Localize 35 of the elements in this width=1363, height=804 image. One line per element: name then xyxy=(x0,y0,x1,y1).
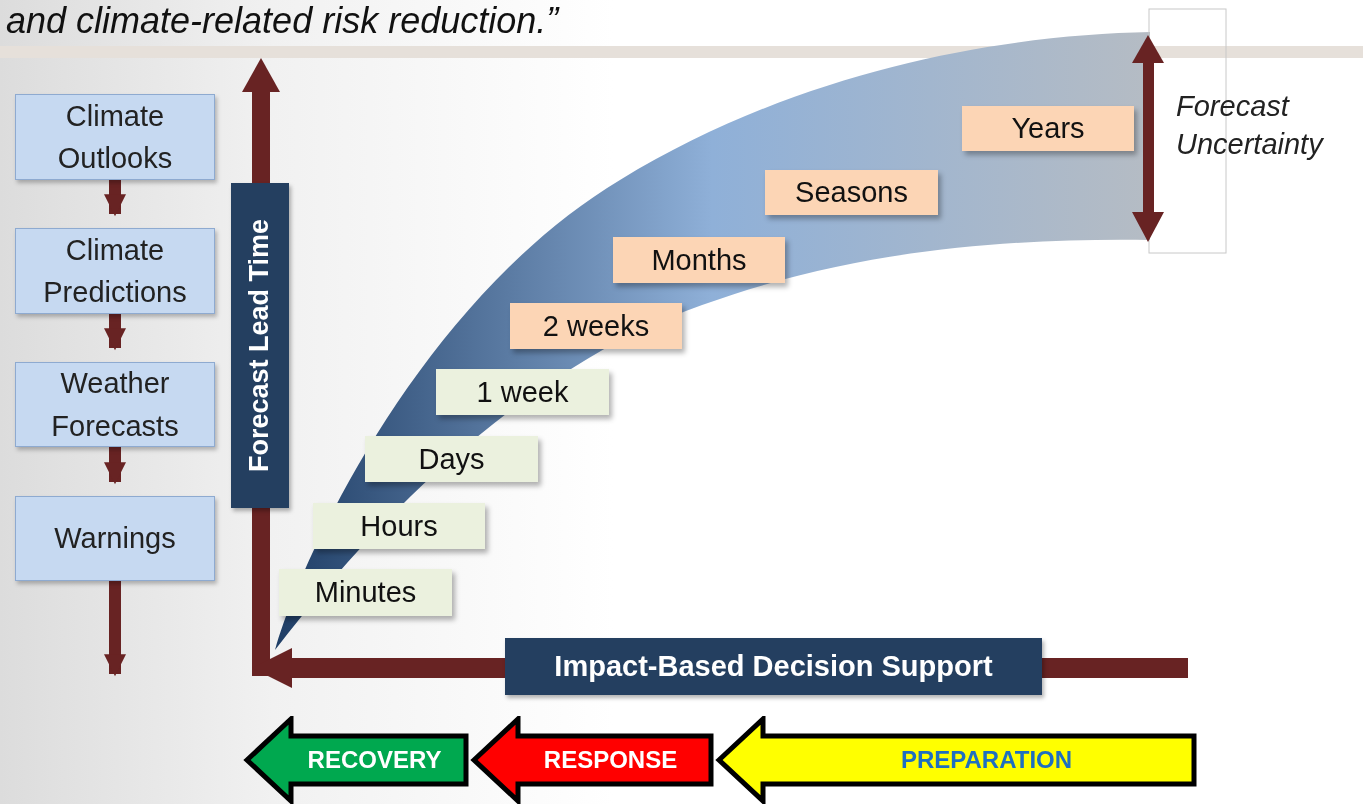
time-box xyxy=(962,106,1134,151)
node-label: Climate Outlooks xyxy=(56,98,174,176)
time-box xyxy=(436,369,609,415)
node-label: Minutes xyxy=(314,575,417,611)
node-label: Months xyxy=(651,242,747,278)
arrow xyxy=(104,581,126,677)
process-box xyxy=(15,496,215,581)
time-box xyxy=(765,170,938,215)
node-label: Hours xyxy=(360,508,438,544)
node-label: Climate Predictions xyxy=(42,232,188,310)
node-label: Seasons xyxy=(795,175,908,211)
arrow xyxy=(104,180,126,217)
phase-label: PREPARATION xyxy=(900,744,1073,775)
node-label: Days xyxy=(418,441,485,477)
axis-title: Impact-Based Decision Support xyxy=(554,650,993,683)
quote-text: and climate-related risk reduction.” xyxy=(6,0,559,43)
node-label: Weather Forecasts xyxy=(50,366,180,444)
phase-label: RESPONSE xyxy=(543,744,678,775)
phase-label: RECOVERY xyxy=(307,744,442,775)
time-box xyxy=(313,503,485,549)
time-box xyxy=(279,569,452,616)
process-box xyxy=(15,94,215,180)
axis-title: Forecast Uncertainty xyxy=(1176,89,1325,162)
arrow xyxy=(104,447,126,485)
arrow xyxy=(104,314,126,351)
time-box xyxy=(510,303,682,349)
time-box xyxy=(613,237,785,283)
process-box xyxy=(15,228,215,314)
node-label: Years xyxy=(1011,111,1085,147)
node-label: 1 week xyxy=(476,374,569,410)
time-box xyxy=(365,436,538,482)
axis-title: Forecast Lead Time xyxy=(244,218,276,473)
node-label: 2 weeks xyxy=(542,308,650,344)
node-label: Warnings xyxy=(54,521,176,557)
process-box xyxy=(15,362,215,447)
